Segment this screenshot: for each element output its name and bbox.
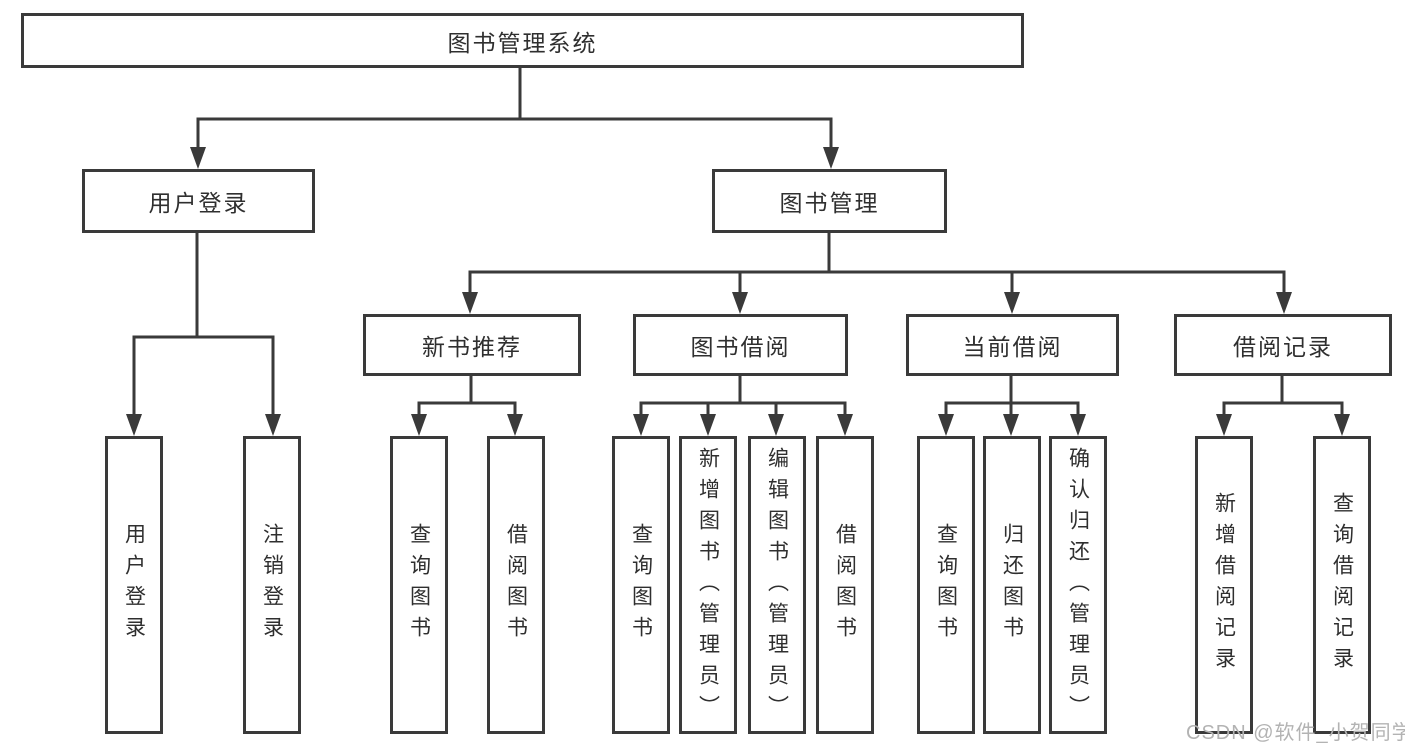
- connector-line: [417, 375, 517, 418]
- leaf-cb-confirm-return-admin: 确认归还（管理员）: [1049, 436, 1107, 734]
- connector-line: [132, 232, 275, 418]
- connector-line: [196, 66, 833, 150]
- leaf-nbr-borrow-books: 借阅图书: [487, 436, 545, 734]
- leaf-cb-return-books: 归还图书: [983, 436, 1041, 734]
- leaf-logout: 注销登录: [243, 436, 301, 734]
- arrowhead-icon: [938, 414, 1086, 436]
- arrowhead-icon: [126, 414, 281, 436]
- leaf-nbr-query-books: 查询图书: [390, 436, 448, 734]
- node-root-library-system: 图书管理系统: [21, 13, 1024, 68]
- connector-book-borrow-children: [633, 375, 853, 436]
- connector-current-borrow-children: [938, 375, 1086, 436]
- node-borrow-records: 借阅记录: [1174, 314, 1392, 376]
- connector-user-login-children: [126, 232, 281, 436]
- connector-borrow-records-children: [1216, 375, 1350, 436]
- connector-line: [639, 375, 847, 418]
- watermark: CSDN @软件_小贺同学: [1186, 722, 1405, 744]
- node-new-book-rec: 新书推荐: [363, 314, 581, 376]
- arrowhead-icon: [411, 414, 523, 436]
- leaf-bb-edit-books-admin: 编辑图书（管理员）: [748, 436, 806, 734]
- leaf-bb-add-books-admin: 新增图书（管理员）: [679, 436, 737, 734]
- connector-line: [944, 375, 1080, 418]
- node-book-mgmt: 图书管理: [712, 169, 947, 233]
- arrowhead-icon: [190, 147, 839, 169]
- leaf-bb-query-books: 查询图书: [612, 436, 670, 734]
- node-current-borrow: 当前借阅: [906, 314, 1119, 376]
- leaf-br-query-record: 查询借阅记录: [1313, 436, 1371, 734]
- connector-line: [1222, 375, 1344, 418]
- connector-line: [468, 232, 1286, 296]
- connector-book-mgmt-children: [462, 232, 1292, 314]
- connector-new-book-rec-children: [411, 375, 523, 436]
- connector-root-children: [190, 66, 839, 169]
- arrowhead-icon: [462, 292, 1292, 314]
- leaf-cb-query-books: 查询图书: [917, 436, 975, 734]
- arrowhead-icon: [633, 414, 853, 436]
- arrowhead-icon: [1216, 414, 1350, 436]
- leaf-user-login: 用户登录: [105, 436, 163, 734]
- node-book-borrow: 图书借阅: [633, 314, 848, 376]
- leaf-bb-borrow-books: 借阅图书: [816, 436, 874, 734]
- leaf-br-add-record: 新增借阅记录: [1195, 436, 1253, 734]
- node-user-login: 用户登录: [82, 169, 315, 233]
